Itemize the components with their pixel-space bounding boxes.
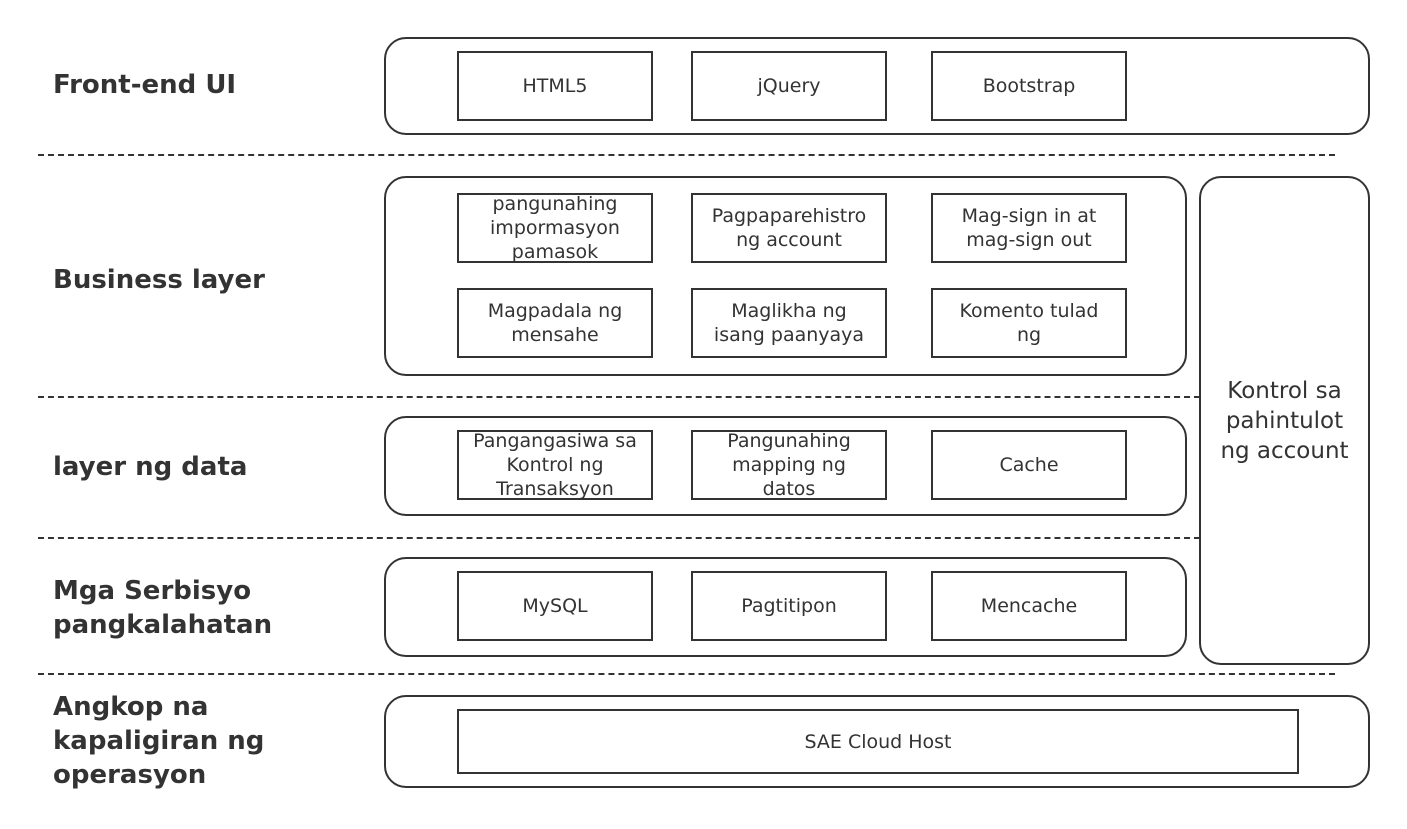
environment-box-sae-cloud-host: SAE Cloud Host (457, 709, 1299, 774)
separator-frontend-business (38, 154, 1335, 156)
data-box-transaction-control: Pangangasiwa sa Kontrol ng Transaksyon (457, 430, 653, 500)
business-box-account-registration: Pagpaparehistro ng account (691, 193, 887, 263)
layer-label-data: layer ng data (53, 452, 248, 482)
services-box-mysql: MySQL (457, 571, 653, 641)
business-box-comment-like: Komento tulad ng (931, 288, 1127, 358)
data-box-cache: Cache (931, 430, 1127, 500)
separator-business-data (38, 396, 1200, 398)
separator-services-environment (38, 673, 1335, 675)
account-permission-container (1199, 176, 1370, 665)
frontend-box-jquery: jQuery (691, 51, 887, 121)
separator-data-services (38, 537, 1200, 539)
services-box-mencache: Mencache (931, 571, 1127, 641)
business-box-sign-in-out: Mag-sign in at mag-sign out (931, 193, 1127, 263)
layer-label-environment: Angkop na kapaligiran ng operasyon (53, 692, 265, 790)
layer-label-services: Mga Serbisyo pangkalahatan (53, 576, 273, 640)
business-box-create-invitation: Maglikha ng isang paanyaya (691, 288, 887, 358)
layer-label-business: Business layer (53, 265, 265, 295)
account-permission-label: Kontrol sa pahintulot ng account (1220, 377, 1349, 464)
frontend-box-html5: HTML5 (457, 51, 653, 121)
layer-label-frontend: Front-end UI (53, 70, 237, 100)
frontend-box-bootstrap: Bootstrap (931, 51, 1127, 121)
services-box-aggregation: Pagtitipon (691, 571, 887, 641)
business-box-basic-info-input: pangunahing impormasyon pamasok (457, 193, 653, 263)
data-box-data-mapping: Pangunahing mapping ng datos (691, 430, 887, 500)
business-box-send-message: Magpadala ng mensahe (457, 288, 653, 358)
